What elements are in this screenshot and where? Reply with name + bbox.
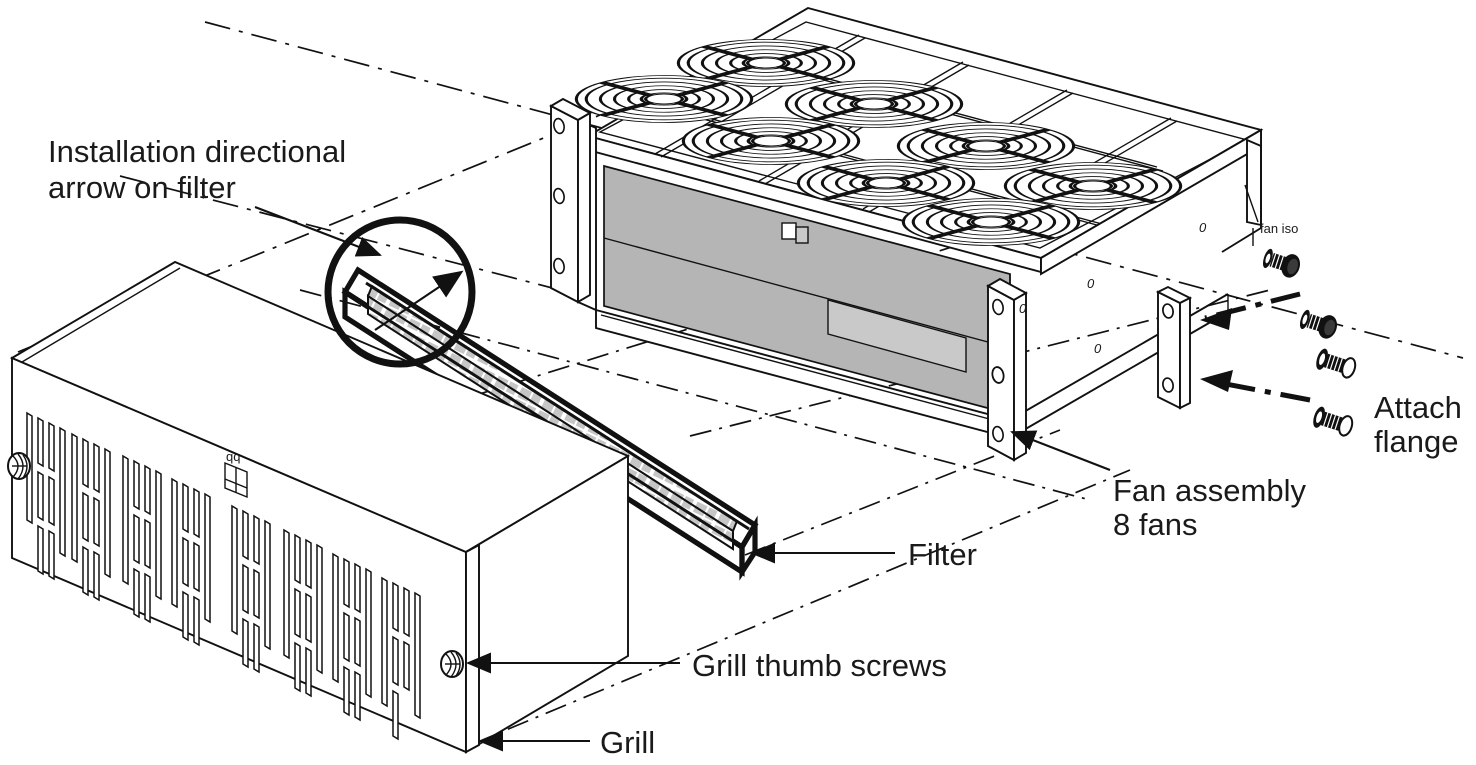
leader-fan-assembly	[1010, 430, 1111, 471]
screw-3	[1316, 348, 1357, 379]
svg-text:0: 0	[1199, 220, 1207, 235]
screw-1	[1262, 248, 1301, 278]
grill-louvers	[26, 411, 421, 741]
svg-text:0: 0	[1094, 341, 1102, 356]
fan-5	[896, 122, 1076, 170]
screw-4	[1313, 406, 1354, 437]
flange-bracket	[1155, 285, 1193, 410]
flange-assembly-arrows	[1200, 291, 1311, 403]
thumb-screw-right	[440, 650, 464, 678]
grill-badge: qq	[224, 449, 248, 499]
fan-7	[1003, 162, 1183, 210]
fan-3	[784, 80, 964, 128]
fans-group	[574, 39, 1183, 246]
fan-2	[574, 75, 754, 123]
fan-1	[676, 39, 856, 87]
screw-2	[1299, 309, 1338, 339]
leader-fan-iso	[1244, 184, 1259, 223]
thumb-screw-left	[7, 452, 31, 480]
fan-assembly: 0 0 0 0	[549, 6, 1264, 462]
fan-4	[681, 117, 861, 165]
directional-arrow-callout	[324, 216, 476, 368]
label-install-arrow-line2: arrow on filter	[48, 170, 236, 205]
label-fan-assembly-line1: Fan assembly	[1113, 473, 1306, 508]
left-mounting-rail	[549, 97, 592, 304]
leader-lines	[254, 184, 1259, 752]
label-grill-thumb-screws: Grill thumb screws	[692, 648, 947, 683]
fan-6	[796, 159, 976, 207]
chassis-connector-badge	[781, 222, 809, 244]
svg-text:0: 0	[1019, 301, 1027, 316]
label-fan-assembly-line2: 8 fans	[1113, 507, 1197, 542]
flange-screws	[1262, 248, 1357, 437]
svg-text:0: 0	[1087, 276, 1095, 291]
filter-direction-arrow	[374, 270, 464, 331]
leader-install-arrow	[254, 206, 382, 257]
label-attach-flange-line1: Attach	[1374, 390, 1462, 425]
label-filter: Filter	[908, 537, 977, 572]
diagram-labels: Installation directional arrow on filter…	[48, 134, 1462, 760]
grill-panel: qq	[7, 260, 631, 754]
label-fan-iso: fan iso	[1260, 221, 1298, 236]
label-attach-flange-line2: flange	[1374, 424, 1458, 459]
label-grill: Grill	[600, 725, 655, 760]
svg-text:qq: qq	[226, 449, 240, 464]
right-mounting-rail	[986, 277, 1028, 462]
fan-8	[901, 198, 1081, 246]
label-install-arrow-line1: Installation directional	[48, 134, 346, 169]
